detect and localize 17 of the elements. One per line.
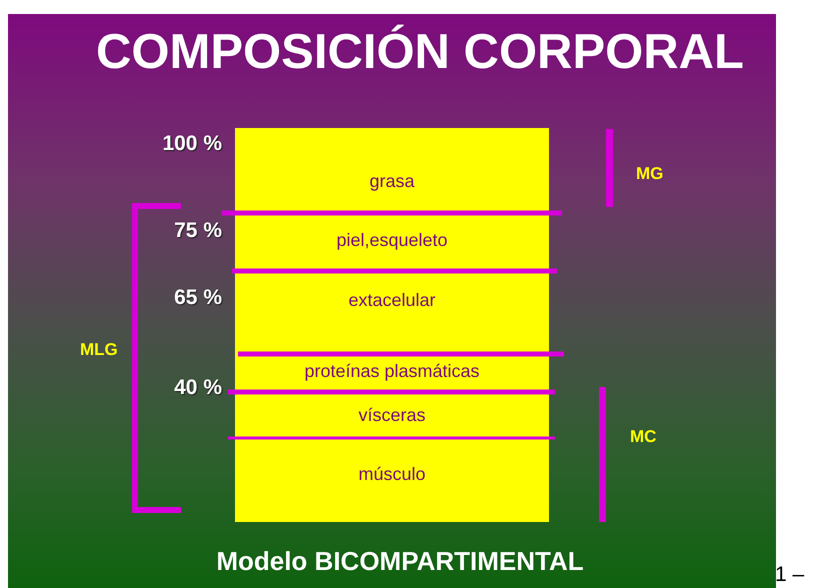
compartment-label: MG: [636, 164, 664, 184]
layer-label: vísceras: [357, 404, 427, 426]
layer-label: músculo: [357, 463, 427, 485]
page-number: 1 –: [775, 563, 804, 587]
composition-column: [235, 128, 549, 522]
layer-label: proteínas plasmáticas: [303, 360, 481, 382]
percent-label: 65 %: [174, 286, 222, 310]
title: COMPOSICIÓN CORPORAL: [95, 24, 745, 80]
layer-label: grasa: [368, 170, 416, 192]
layer-label: extacelular: [347, 289, 437, 311]
percent-label: 100 %: [162, 132, 222, 156]
layer-label: piel,esqueleto: [335, 229, 449, 251]
compartment-label: MLG: [80, 340, 118, 360]
percent-label: 40 %: [174, 376, 222, 400]
compartment-label: MC: [630, 427, 656, 447]
percent-label: 75 %: [174, 219, 222, 243]
caption: Modelo BICOMPARTIMENTAL: [215, 546, 585, 577]
